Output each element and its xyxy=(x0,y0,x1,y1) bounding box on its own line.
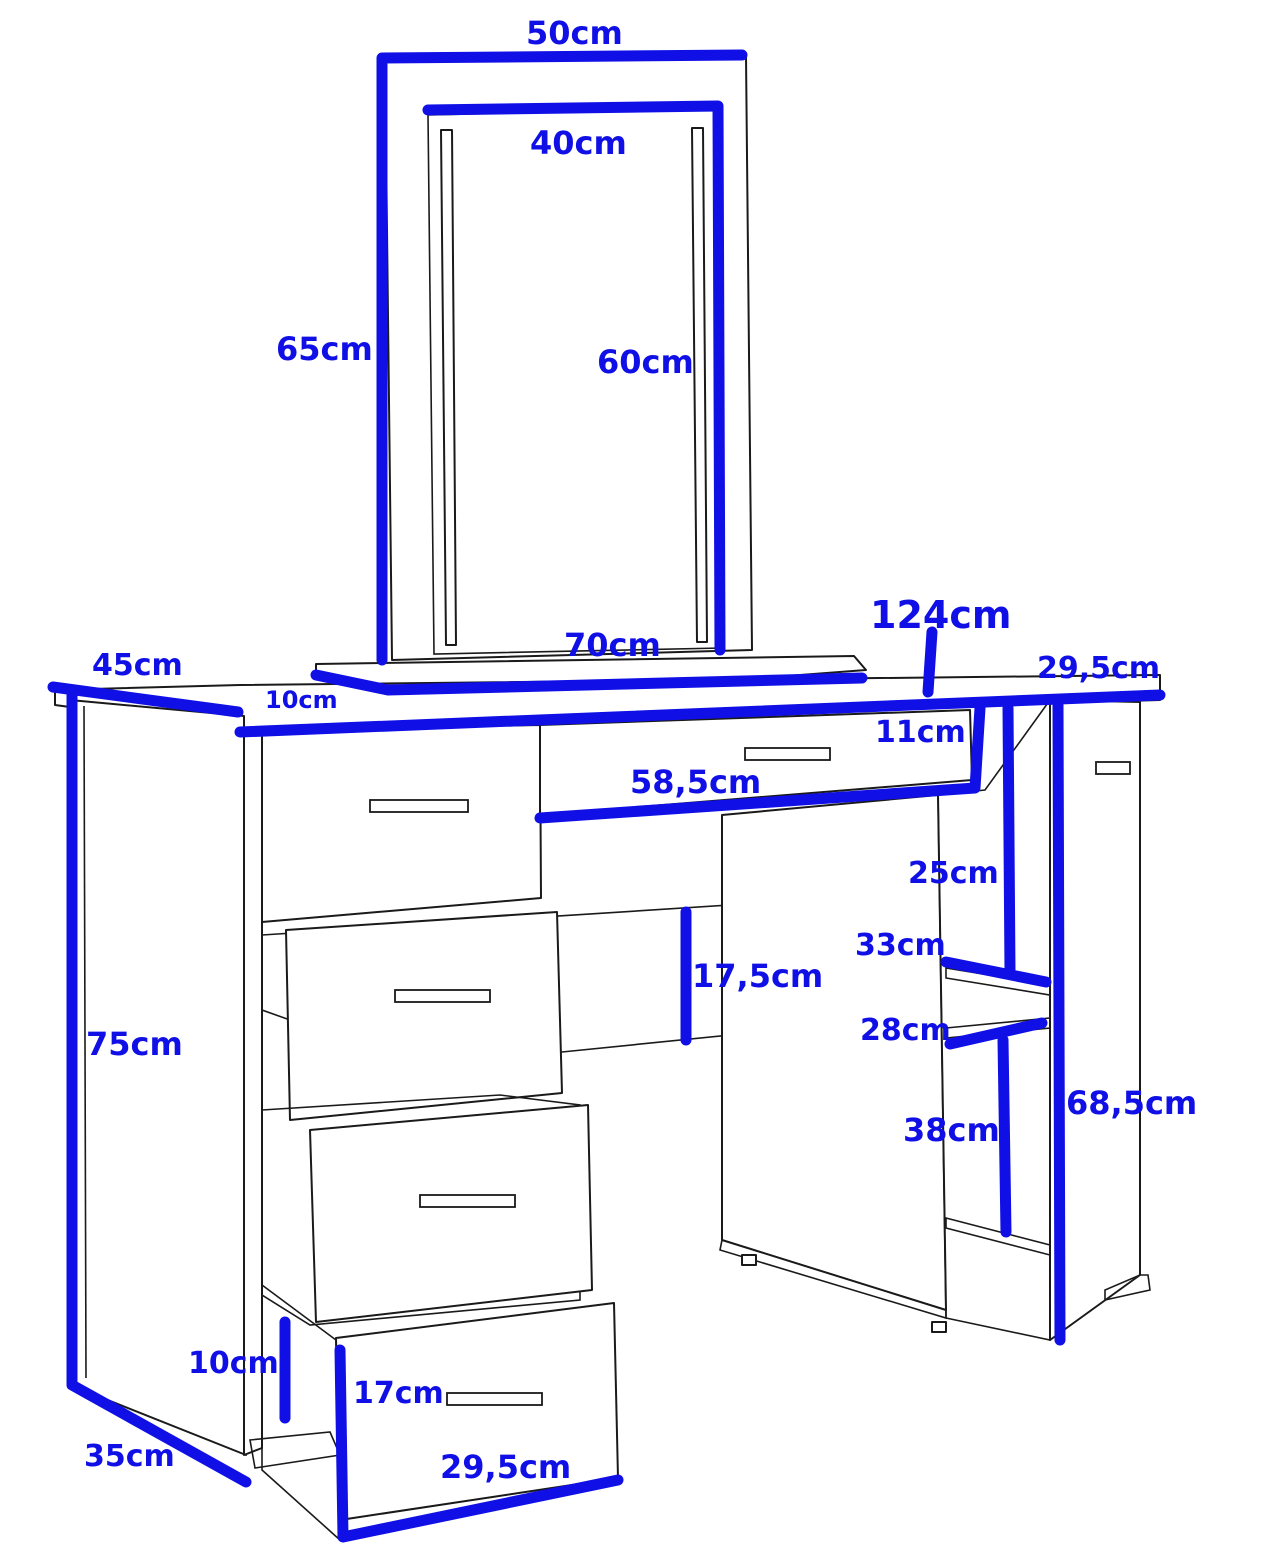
label-right-top-depth: 29,5cm xyxy=(1037,651,1160,686)
center-drawer-handle xyxy=(744,747,831,761)
label-shelf-lower-height: 38cm xyxy=(903,1111,1000,1149)
drawer-3-front xyxy=(309,1104,593,1323)
drawer-1-front xyxy=(261,724,542,923)
drawer-2-front xyxy=(285,911,563,1121)
mirror-led-strip-right xyxy=(691,127,708,643)
dim-line-mirror-outer xyxy=(376,49,748,666)
label-drawer-side-height: 17cm xyxy=(353,1376,444,1411)
right-door-handle xyxy=(1095,761,1131,775)
right-cabinet-plinth xyxy=(1104,1274,1151,1301)
label-top-drawer-height: 11cm xyxy=(875,715,966,750)
left-cabinet-bottom xyxy=(249,1431,342,1469)
dim-line-total-width xyxy=(234,689,1166,738)
dim-line-mirror-inner xyxy=(422,100,726,656)
label-mirror-inner-width: 40cm xyxy=(530,124,627,162)
shelf-bottom xyxy=(945,1216,1051,1257)
label-cabinet-height: 68,5cm xyxy=(1066,1084,1197,1122)
label-total-height: 75cm xyxy=(86,1025,183,1063)
label-shelf-upper-height: 25cm xyxy=(908,856,999,891)
dim-line-top-drawer xyxy=(534,702,986,824)
label-mirror-base-width: 70cm xyxy=(564,626,661,664)
drawer-3-handle xyxy=(419,1194,516,1208)
label-side-depth: 35cm xyxy=(84,1439,175,1474)
label-drawer-front-height: 17,5cm xyxy=(692,957,823,995)
left-side-panel xyxy=(69,699,247,1456)
drawer-2-handle xyxy=(394,989,491,1003)
label-drawer-depth: 29,5cm xyxy=(440,1448,571,1486)
dim-line-drawer-4 xyxy=(334,1344,624,1543)
label-mirror-inner-height: 60cm xyxy=(597,343,694,381)
dim-line-total-width-tick xyxy=(922,626,938,698)
mirror-led-strip-left xyxy=(440,129,457,646)
dimension-lines xyxy=(47,49,1166,1543)
label-mirror-outer-width: 50cm xyxy=(526,14,623,52)
foot-2 xyxy=(931,1321,947,1333)
dim-line-shelf-lower xyxy=(997,1034,1012,1238)
dim-line-desk-depth xyxy=(47,681,244,718)
label-top-drawer-width: 58,5cm xyxy=(630,763,761,801)
dim-line-cabinet-height xyxy=(1052,699,1066,1346)
dim-line-total-height-depth xyxy=(66,689,252,1488)
dim-line-shelf-upper xyxy=(1002,702,1016,978)
foot-1 xyxy=(741,1254,757,1266)
dimension-labels: 50cm 40cm 65cm 60cm 70cm 124cm 45cm 10cm… xyxy=(84,14,1197,1486)
drawer-1-handle xyxy=(369,799,469,813)
drawer-4-handle xyxy=(446,1392,543,1406)
label-drawer-inner-height: 10cm xyxy=(188,1346,279,1381)
dim-line-shelf-33 xyxy=(940,956,1052,988)
label-total-width: 124cm xyxy=(870,593,1011,637)
label-shelf-depth-33: 33cm xyxy=(855,928,946,963)
label-mirror-base-depth: 10cm xyxy=(265,686,338,714)
dim-line-shelf-28 xyxy=(944,1017,1048,1050)
label-shelf-depth-28: 28cm xyxy=(860,1013,951,1048)
left-panel-edge xyxy=(83,705,87,1379)
dim-line-mirror-base xyxy=(310,669,868,696)
label-desk-depth: 45cm xyxy=(92,648,183,683)
label-mirror-outer-height: 65cm xyxy=(276,330,373,368)
furniture-drawing xyxy=(54,55,1161,1542)
